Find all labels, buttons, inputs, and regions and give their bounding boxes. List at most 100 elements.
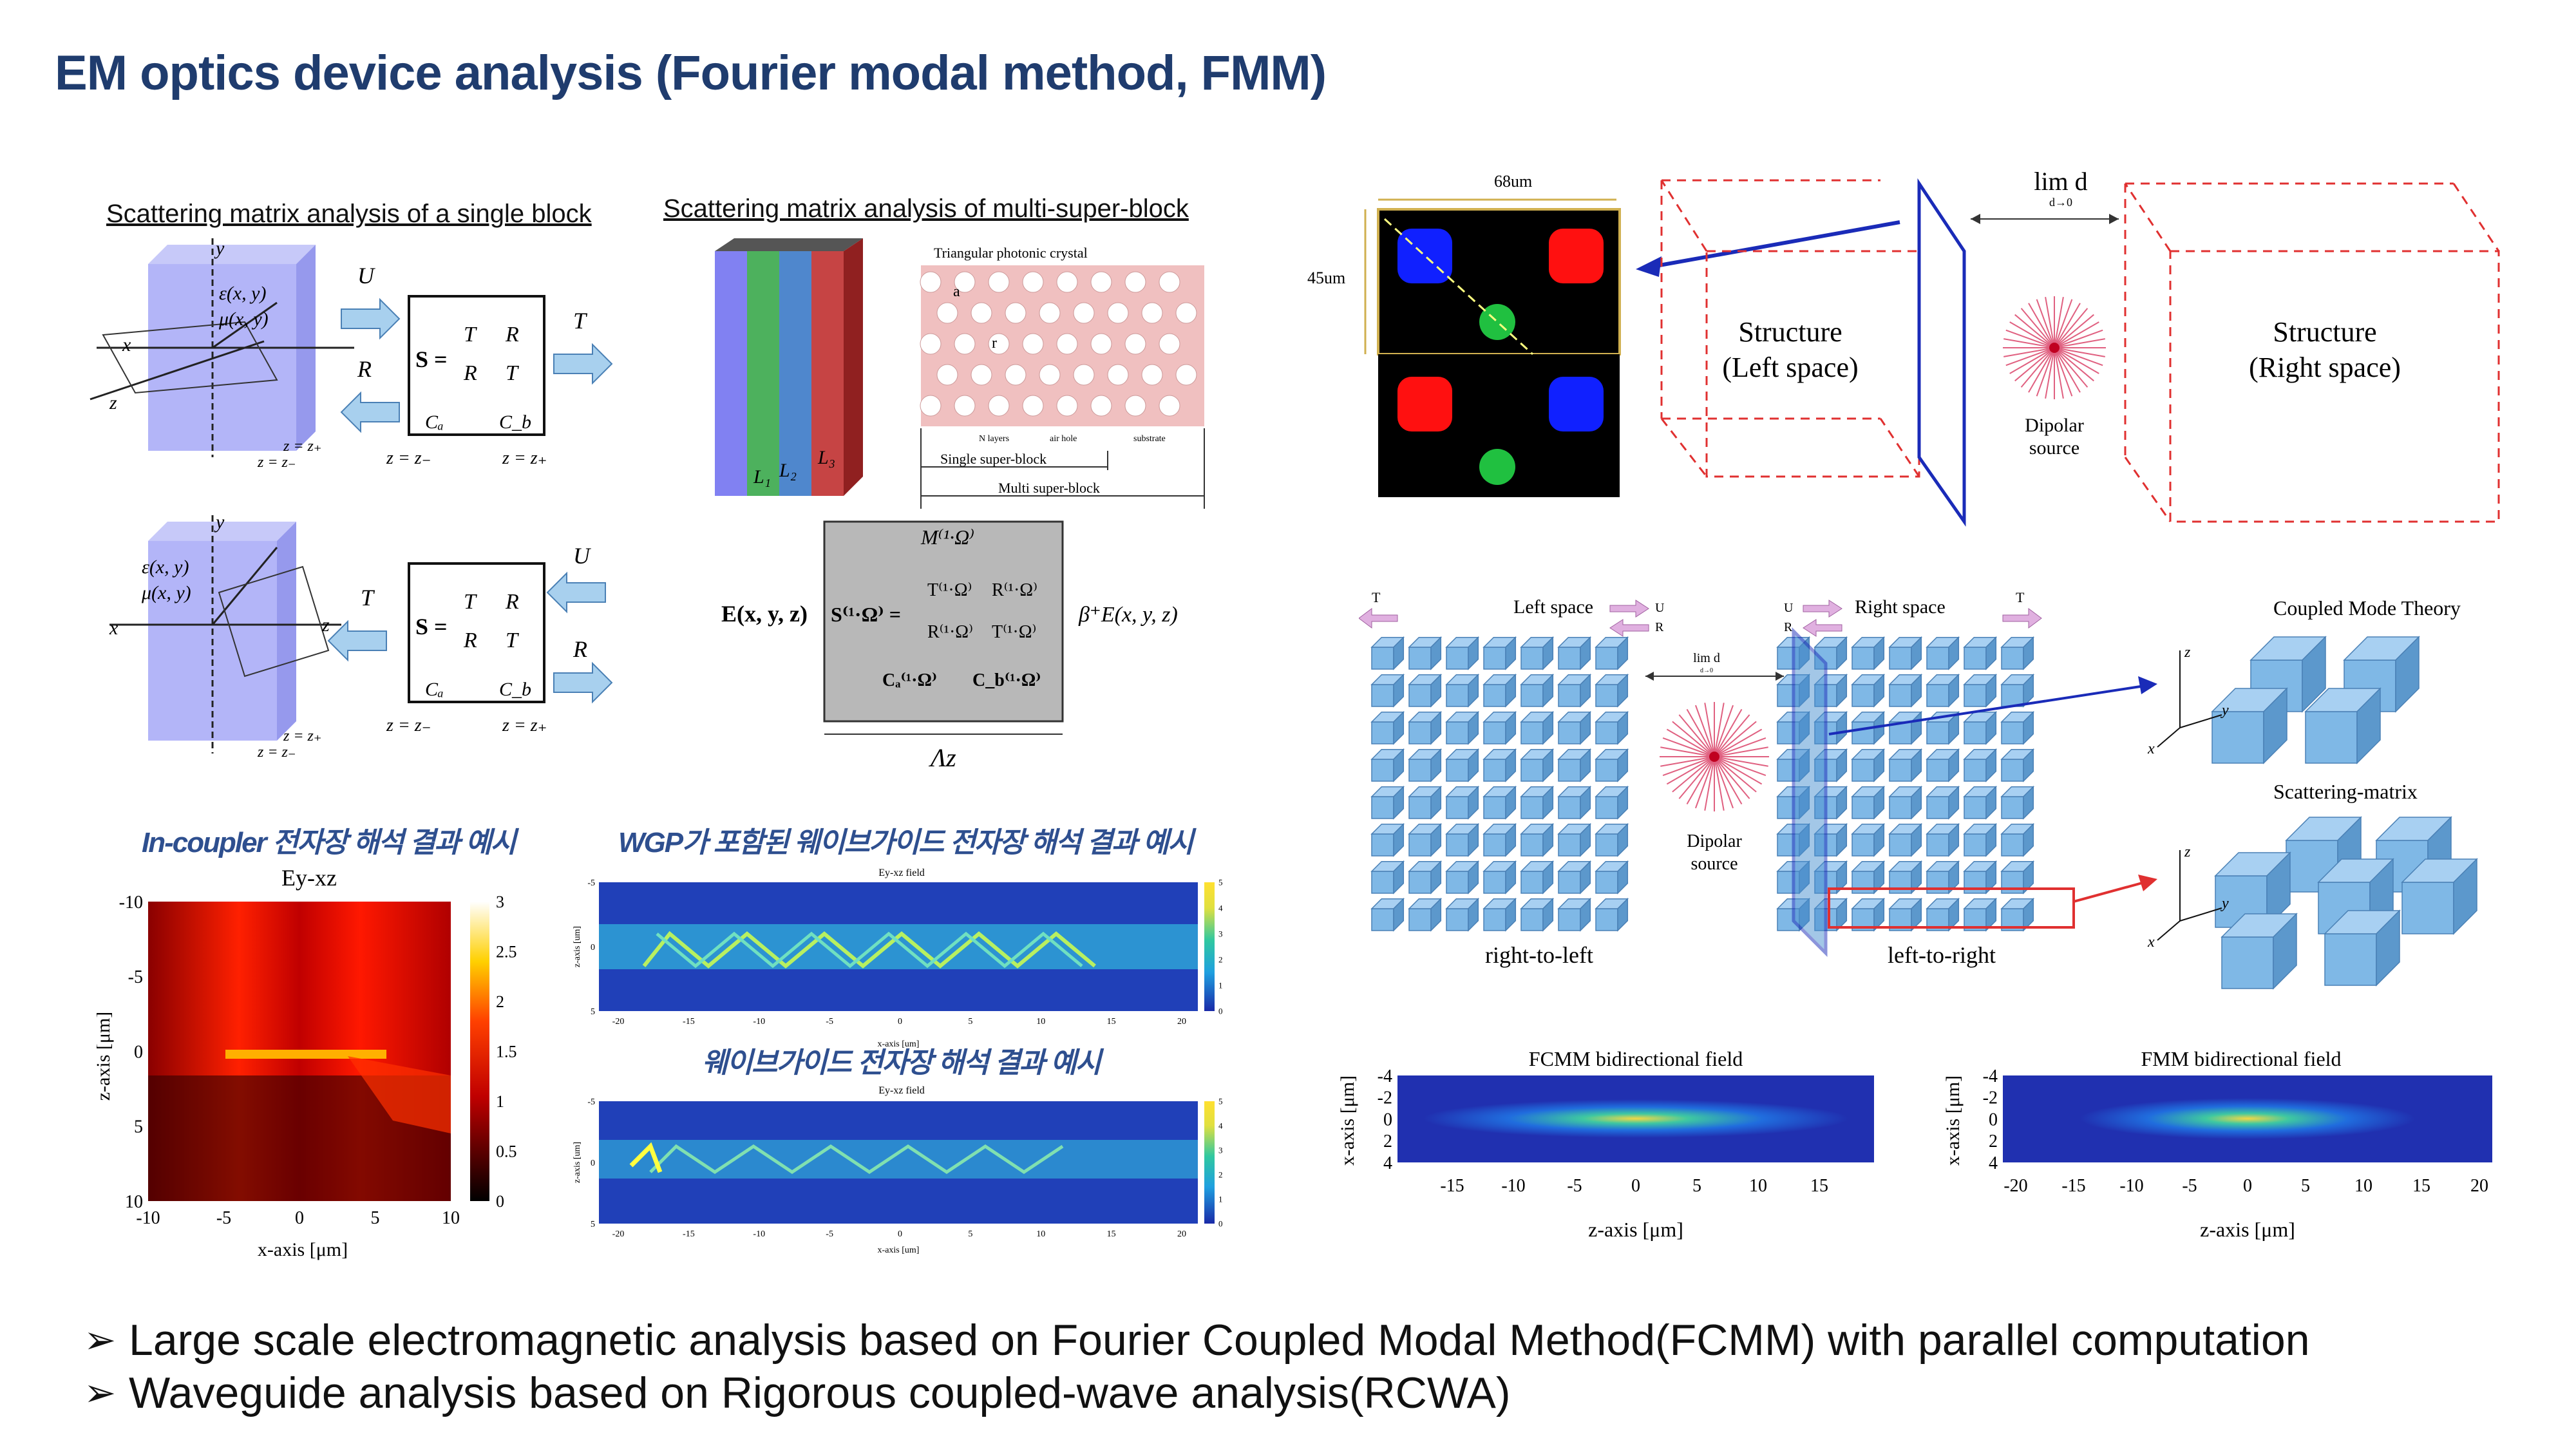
- bullet-list: ➢ Large scale electromagnetic analysis b…: [84, 1314, 2310, 1419]
- colorbar-tick-label: 2: [496, 992, 504, 1011]
- y-tick-label: 10: [125, 1192, 143, 1212]
- x-tick-label: -5: [216, 1208, 231, 1228]
- x-tick-label: 0: [898, 1229, 902, 1239]
- svg-text:Dipolar: Dipolar: [2025, 415, 2084, 436]
- u-arrow-in: [341, 298, 401, 340]
- y-tick-label: 0: [134, 1042, 143, 1062]
- svg-text:μ(x, y): μ(x, y): [218, 308, 269, 330]
- colorbar-tick-label: 0: [496, 1192, 504, 1211]
- svg-text:y: y: [2221, 895, 2229, 912]
- svg-text:E(x, y, z): E(x, y, z): [721, 601, 808, 627]
- svg-text:z = z₊: z = z₊: [502, 448, 547, 468]
- svg-text:right-to-left: right-to-left: [1485, 942, 1593, 968]
- r-arrow-out: [340, 391, 400, 433]
- svg-text:x: x: [2147, 741, 2155, 757]
- svg-text:L₁: L₁: [753, 466, 771, 488]
- svg-text:T: T: [1372, 589, 1381, 605]
- x-tick-label: 5: [371, 1208, 380, 1228]
- page-title: EM optics device analysis (Fourier modal…: [55, 46, 1327, 100]
- svg-text:lim d: lim d: [2034, 167, 2087, 196]
- svg-text:C_b: C_b: [499, 412, 531, 433]
- svg-text:z = z₋: z = z₋: [257, 454, 296, 470]
- svg-text:T: T: [506, 361, 519, 385]
- svg-text:R: R: [1784, 620, 1793, 634]
- svg-text:Cₐ⁽¹·Ω⁾: Cₐ⁽¹·Ω⁾: [882, 670, 937, 690]
- svg-text:Multi super-block: Multi super-block: [998, 480, 1100, 496]
- svg-text:x-axis [μm]: x-axis [μm]: [258, 1239, 348, 1260]
- multi-block-diagram: L₁ L₂ L₃ Triangular photonic crystal a r…: [715, 238, 1205, 509]
- y-tick-label: 4: [1383, 1153, 1392, 1173]
- svg-text:(Left space): (Left space): [1722, 352, 1858, 383]
- svg-text:R: R: [505, 323, 519, 346]
- t-arrow-out: [553, 343, 613, 385]
- svg-text:d→0: d→0: [2049, 196, 2072, 209]
- svg-text:T: T: [573, 308, 588, 334]
- colorbar-tick-label: 3: [1218, 929, 1223, 939]
- svg-text:U: U: [1784, 601, 1794, 615]
- svg-text:x-axis [um]: x-axis [um]: [878, 1245, 920, 1255]
- svg-text:FCMM bidirectional field: FCMM bidirectional field: [1529, 1047, 1743, 1070]
- y-tick-label: -10: [119, 893, 143, 913]
- svg-text:z = z₊: z = z₊: [283, 728, 322, 744]
- svg-text:z: z: [2184, 844, 2191, 860]
- x-tick-label: -20: [612, 1017, 625, 1027]
- waveguide-label: 웨이브가이드 전자장 해석 결과 예시: [702, 1047, 1101, 1079]
- x-tick-label: -5: [826, 1017, 833, 1027]
- x-tick-label: 10: [442, 1208, 460, 1228]
- x-tick-label: -15: [683, 1017, 695, 1027]
- x-tick-label: 10: [1036, 1017, 1045, 1027]
- svg-text:Left space: Left space: [1513, 596, 1593, 618]
- svg-text:Dipolar: Dipolar: [1687, 831, 1742, 851]
- colorbar-tick-label: 2: [1218, 1170, 1223, 1180]
- colorbar-tick-label: 5: [1218, 878, 1223, 887]
- y-tick-label: -4: [1378, 1066, 1392, 1086]
- svg-text:N layers: N layers: [979, 434, 1009, 444]
- y-tick-label: 2: [1989, 1132, 1998, 1151]
- y-tick-label: 5: [591, 1220, 595, 1229]
- svg-text:x-axis [um]: x-axis [um]: [878, 1039, 920, 1049]
- y-tick-label: 0: [1989, 1110, 1998, 1130]
- svg-text:z-axis [μm]: z-axis [μm]: [2200, 1218, 2295, 1241]
- x-tick-label: -15: [2061, 1176, 2085, 1196]
- colorbar-tick-label: 1: [496, 1092, 504, 1111]
- svg-text:z-axis [μm]: z-axis [μm]: [97, 1012, 114, 1101]
- x-tick-label: -5: [1567, 1176, 1582, 1196]
- dipolar-source-icon: [2003, 296, 2106, 399]
- svg-text:μ(x, y): μ(x, y): [141, 582, 191, 603]
- svg-text:M⁽¹·Ω⁾: M⁽¹·Ω⁾: [920, 526, 974, 549]
- svg-text:z-axis [um]: z-axis [um]: [573, 1142, 582, 1183]
- svg-text:z-axis [μm]: z-axis [μm]: [1588, 1218, 1683, 1241]
- svg-text:x-axis [μm]: x-axis [μm]: [1945, 1075, 1964, 1166]
- svg-text:T⁽¹·Ω⁾: T⁽¹·Ω⁾: [927, 580, 972, 600]
- coupled-mode-boxes: [2211, 636, 2420, 764]
- svg-text:d→0: d→0: [1700, 667, 1713, 674]
- svg-text:Single super-block: Single super-block: [940, 451, 1046, 467]
- x-tick-label: -5: [826, 1229, 833, 1239]
- colorbar-tick-label: 2: [1218, 955, 1223, 965]
- x-tick-label: 10: [1036, 1229, 1045, 1239]
- svg-text:R: R: [505, 590, 519, 614]
- svg-text:R⁽¹·Ω⁾: R⁽¹·Ω⁾: [992, 580, 1037, 600]
- svg-text:R: R: [463, 361, 477, 385]
- colorbar-tick-label: 0: [1218, 1007, 1223, 1016]
- x-tick-label: 10: [2354, 1176, 2372, 1196]
- multi-block-label: Scattering matrix analysis of multi-supe…: [663, 194, 1189, 223]
- svg-text:Scattering-matrix: Scattering-matrix: [2273, 780, 2418, 803]
- svg-text:Ey-xz: Ey-xz: [281, 865, 337, 891]
- svg-text:z = z₋: z = z₋: [257, 744, 296, 761]
- x-tick-label: -10: [136, 1208, 160, 1228]
- svg-text:z = z₊: z = z₊: [502, 715, 547, 735]
- x-tick-label: 5: [1692, 1176, 1701, 1196]
- x-tick-label: -10: [1501, 1176, 1525, 1196]
- colorbar-tick-label: 4: [1218, 1121, 1223, 1131]
- y-tick-label: -4: [1983, 1066, 1998, 1086]
- colorbar-tick-label: 1: [1218, 1195, 1223, 1204]
- x-tick-label: 15: [1107, 1017, 1116, 1027]
- x-tick-label: -15: [1440, 1176, 1464, 1196]
- x-tick-label: -20: [612, 1229, 625, 1239]
- x-tick-label: 0: [1631, 1176, 1640, 1196]
- svg-text:substrate: substrate: [1133, 434, 1166, 444]
